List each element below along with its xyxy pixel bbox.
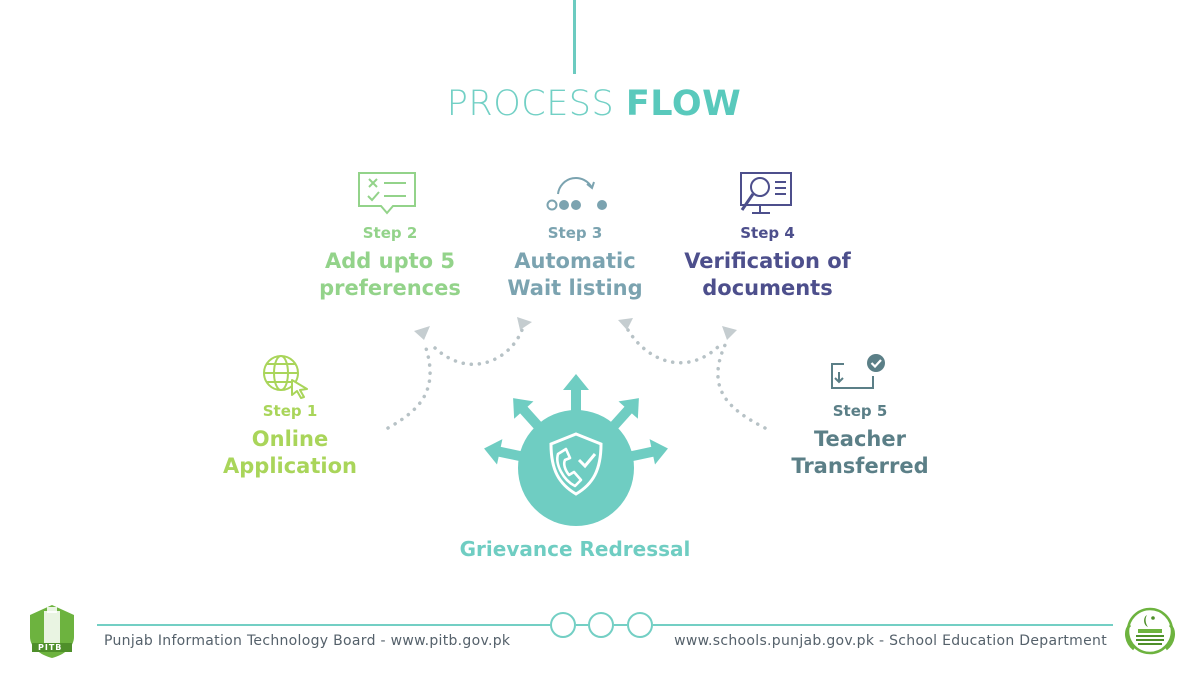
globe-cursor-icon [261, 353, 311, 399]
arc-center-step4 [626, 328, 722, 365]
step-2-name-line1: Add upto 5 [325, 249, 455, 273]
document-search-icon [738, 170, 794, 218]
footer-line-right [653, 624, 1113, 626]
step-5-name-line1: Teacher [814, 427, 906, 451]
footer-circle-1 [550, 612, 576, 638]
step-1-name-line2: Application [223, 454, 357, 478]
arc-step1-step2 [386, 343, 432, 430]
footer-circle-2 [588, 612, 614, 638]
step-1-label: Step 1 [262, 402, 318, 420]
arc-step5-step4 [716, 343, 767, 430]
step-3-name-line2: Wait listing [507, 276, 643, 300]
arrowhead-step3 [517, 317, 532, 330]
step-2-label: Step 2 [362, 224, 418, 242]
page-title: PROCESS FLOW [0, 84, 1188, 124]
step-3-label: Step 3 [547, 224, 603, 242]
pitb-logo-text: PITB [38, 643, 63, 652]
step-1: Step 1 Online Application [190, 402, 390, 480]
top-divider-line [573, 0, 576, 74]
loading-dots-icon [544, 174, 610, 214]
step-4-label: Step 4 [740, 224, 795, 242]
pitb-logo: PITB [26, 603, 78, 663]
arrowhead-step4-left [618, 318, 633, 330]
title-bold: FLOW [625, 84, 742, 124]
phone-shield-icon [483, 372, 669, 532]
arrowhead-step2 [414, 326, 430, 340]
step-2: Step 2 Add upto 5 preferences [290, 224, 490, 302]
step-1-name-line1: Online [251, 427, 329, 451]
step-3-name-line1: Automatic [514, 249, 636, 273]
step-4-name-line2: documents [702, 276, 833, 300]
grievance-redressal-label: Grievance Redressal [459, 537, 691, 561]
step-5: Step 5 Teacher Transferred [760, 402, 960, 480]
title-light: PROCESS [446, 84, 626, 124]
footer-right-text: www.schools.punjab.gov.pk - School Educa… [674, 633, 1107, 649]
step-5-name-line2: Transferred [791, 454, 929, 478]
footer-line-left [97, 624, 550, 626]
step-4-name-line1: Verification of [684, 249, 851, 273]
footer-line-gap-2 [614, 624, 627, 626]
step-3: Step 3 Automatic Wait listing [475, 224, 675, 302]
checklist-chat-icon [356, 170, 418, 216]
step-2-name-line2: preferences [319, 276, 461, 300]
arrowhead-step4-right [722, 326, 737, 340]
footer-line-gap-1 [576, 624, 588, 626]
footer-left-text: Punjab Information Technology Board - ww… [104, 633, 511, 649]
punjab-government-emblem [1120, 603, 1180, 663]
transfer-check-icon [829, 352, 889, 394]
step-4: Step 4 Verification of documents [660, 224, 875, 302]
arc-center-step3 [433, 328, 524, 366]
step-5-label: Step 5 [832, 402, 888, 420]
footer-circle-3 [627, 612, 653, 638]
